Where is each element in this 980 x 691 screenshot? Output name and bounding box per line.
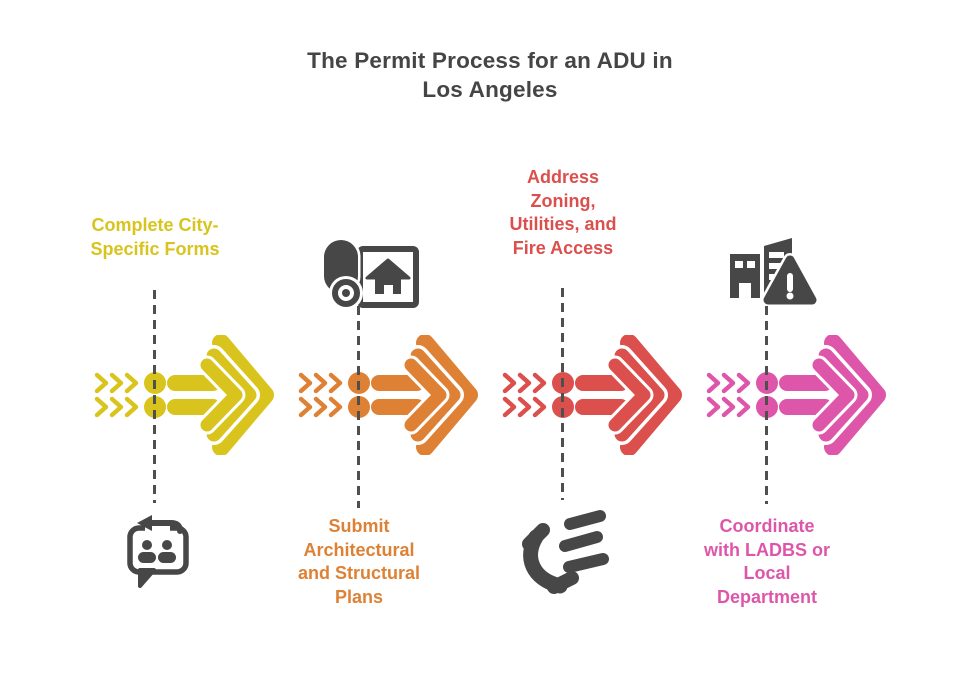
step-4-label: Coordinate with LADBS or Local Departmen… <box>704 516 830 607</box>
building-warning-icon <box>730 238 819 307</box>
page-title: The Permit Process for an ADU in Los Ang… <box>307 48 673 102</box>
step-2-label: Submit Architectural and Structural Plan… <box>297 516 421 607</box>
step-1-arrow <box>85 335 285 455</box>
step-3-label: Address Zoning, Utilities, and Fire Acce… <box>509 167 617 258</box>
step-1-connector-line <box>153 290 156 503</box>
phone-call-icon <box>522 510 609 594</box>
step-4-arrow <box>697 335 897 455</box>
feedback-chat-icon <box>127 515 189 588</box>
step-3-arrow <box>493 335 693 455</box>
step-1-label: Complete City- Specific Forms <box>90 215 220 259</box>
step-2-arrow <box>289 335 489 455</box>
step-4-connector-line <box>765 306 768 504</box>
blueprint-plans-icon <box>321 237 419 310</box>
step-2-connector-line <box>357 306 360 508</box>
step-3-connector-line <box>561 288 564 500</box>
